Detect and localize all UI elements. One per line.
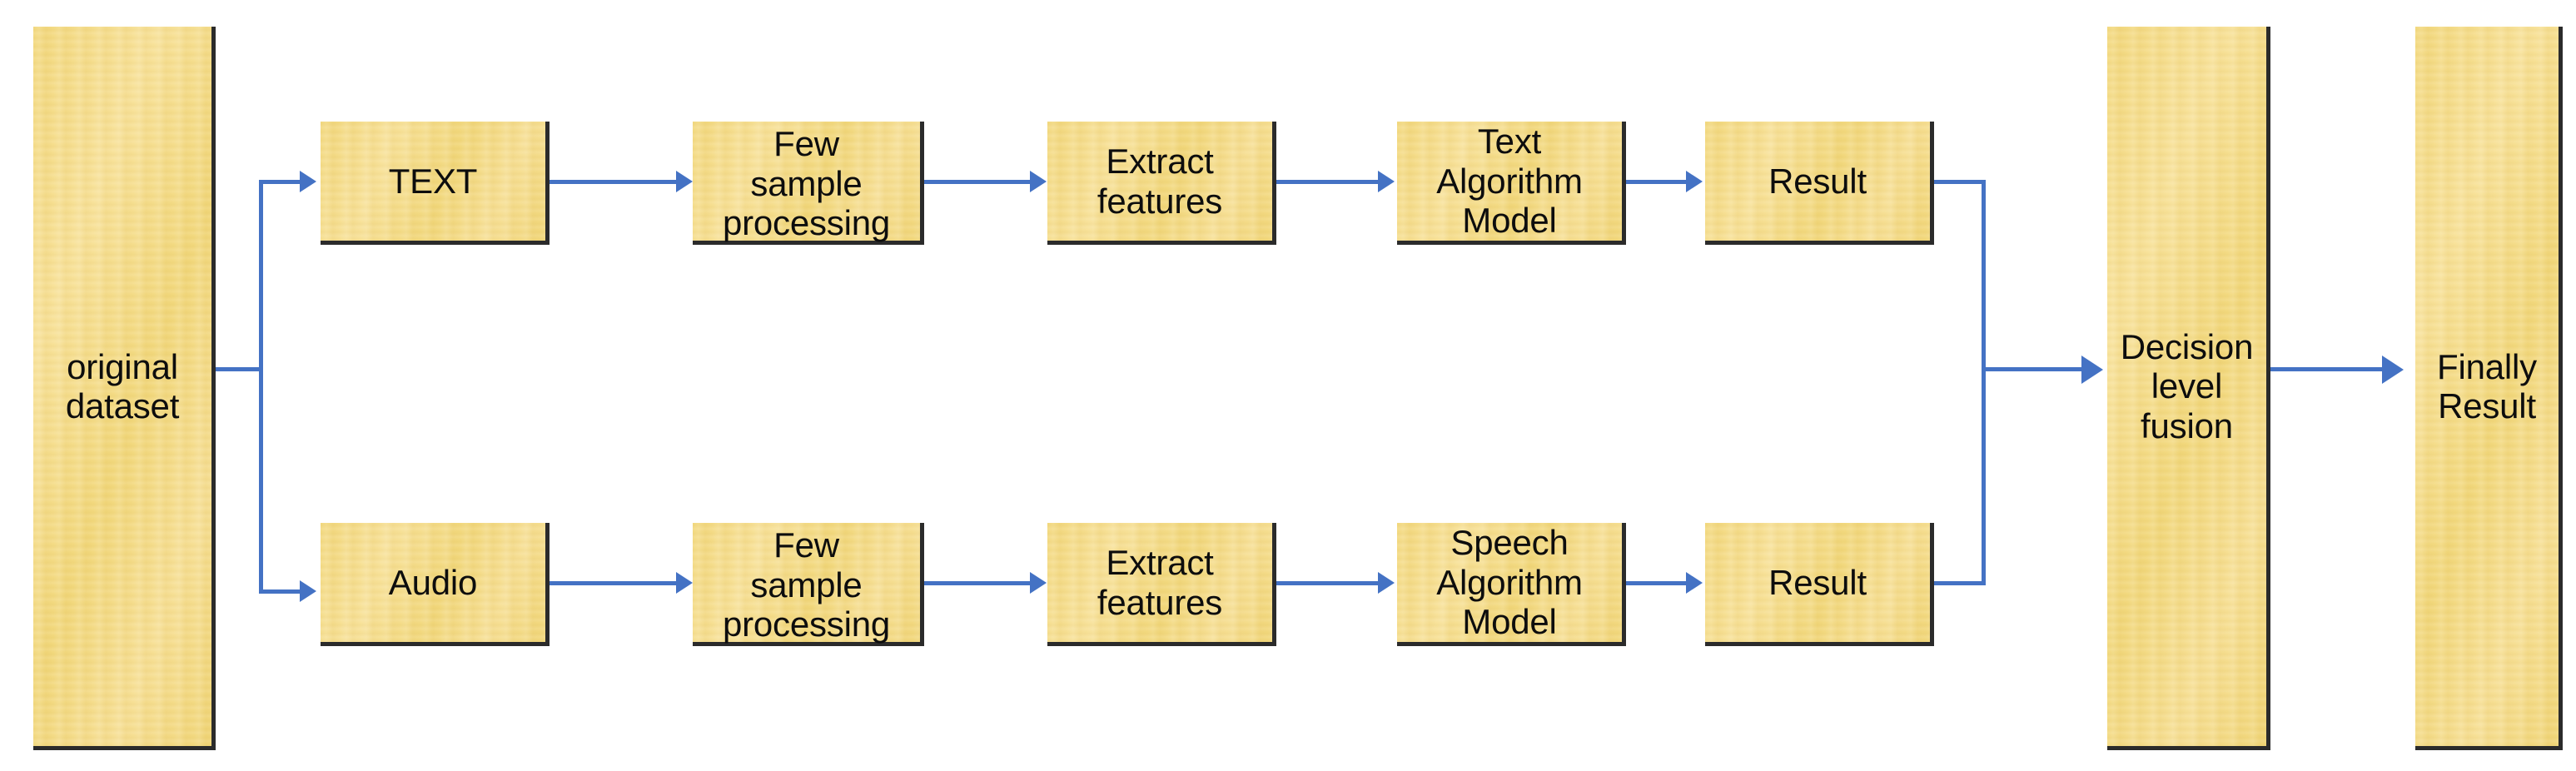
connector-text-to-fewsample	[545, 180, 679, 184]
connector-split-to-audio	[259, 589, 302, 594]
node-result-audio[interactable]: Result	[1705, 523, 1934, 646]
node-decision-level-fusion[interactable]: Decision level fusion	[2107, 27, 2270, 750]
connector-audio-to-fewsample	[545, 581, 679, 585]
node-extract-features-audio[interactable]: Extract features	[1047, 523, 1276, 646]
connector-model-to-result-top	[1624, 180, 1688, 184]
node-text-algorithm-model[interactable]: Text Algorithm Model	[1397, 122, 1626, 245]
connector-result-bottom-to-merge	[1930, 581, 1986, 585]
node-text-algorithm-model-label: Text Algorithm Model	[1436, 121, 1583, 241]
node-few-sample-processing-audio[interactable]: Few sample processing	[693, 523, 924, 646]
node-few-sample-processing-text[interactable]: Few sample processing	[693, 122, 924, 245]
arrowhead-text-to-fewsample-icon	[676, 171, 693, 192]
node-finally-result-label: Finally Result	[2437, 346, 2537, 425]
node-few-sample-processing-text-label: Few sample processing	[722, 123, 891, 243]
node-text-modality[interactable]: TEXT	[321, 122, 550, 245]
connector-split-to-text	[259, 180, 302, 184]
arrowhead-extract-to-model-bottom-icon	[1378, 572, 1395, 594]
arrowhead-to-audio-icon	[300, 580, 316, 602]
arrowhead-model-to-result-top-icon	[1686, 171, 1703, 192]
node-original-dataset-label: original dataset	[65, 346, 180, 425]
node-extract-features-audio-label: Extract features	[1097, 542, 1223, 622]
node-decision-level-fusion-label: Decision level fusion	[2120, 327, 2254, 445]
arrowhead-merge-to-fusion-icon	[2081, 356, 2103, 384]
connector-model-to-result-bottom	[1624, 581, 1688, 585]
node-extract-features-text[interactable]: Extract features	[1047, 122, 1276, 245]
arrowhead-to-text-icon	[300, 171, 316, 192]
connector-merge-to-fusion	[1982, 367, 2086, 371]
node-audio-modality-label: Audio	[388, 562, 478, 602]
node-text-modality-label: TEXT	[388, 161, 478, 201]
node-few-sample-processing-audio-label: Few sample processing	[722, 525, 891, 644]
connector-merge-vertical	[1982, 180, 1986, 585]
node-original-dataset[interactable]: original dataset	[33, 27, 216, 750]
connector-extract-to-model-bottom	[1272, 581, 1380, 585]
arrowhead-extract-to-model-top-icon	[1378, 171, 1395, 192]
node-extract-features-text-label: Extract features	[1097, 141, 1223, 221]
connector-split-vertical	[259, 180, 263, 594]
arrowhead-fewsample-to-extract-bottom-icon	[1030, 572, 1047, 594]
connector-fewsample-to-extract-bottom	[920, 581, 1032, 585]
node-speech-algorithm-model-label: Speech Algorithm Model	[1436, 522, 1583, 642]
connector-fusion-to-finally	[2270, 367, 2386, 371]
node-result-text-label: Result	[1768, 161, 1867, 201]
node-audio-modality[interactable]: Audio	[321, 523, 550, 646]
connector-dataset-to-split	[211, 367, 263, 371]
node-result-audio-label: Result	[1768, 562, 1867, 602]
arrowhead-audio-to-fewsample-icon	[676, 572, 693, 594]
arrowhead-model-to-result-bottom-icon	[1686, 572, 1703, 594]
node-speech-algorithm-model[interactable]: Speech Algorithm Model	[1397, 523, 1626, 646]
connector-fewsample-to-extract-top	[920, 180, 1032, 184]
node-finally-result[interactable]: Finally Result	[2415, 27, 2563, 750]
connector-result-top-to-merge	[1930, 180, 1986, 184]
arrowhead-fewsample-to-extract-top-icon	[1030, 171, 1047, 192]
connector-extract-to-model-top	[1272, 180, 1380, 184]
node-result-text[interactable]: Result	[1705, 122, 1934, 245]
arrowhead-fusion-to-finally-icon	[2382, 356, 2404, 384]
